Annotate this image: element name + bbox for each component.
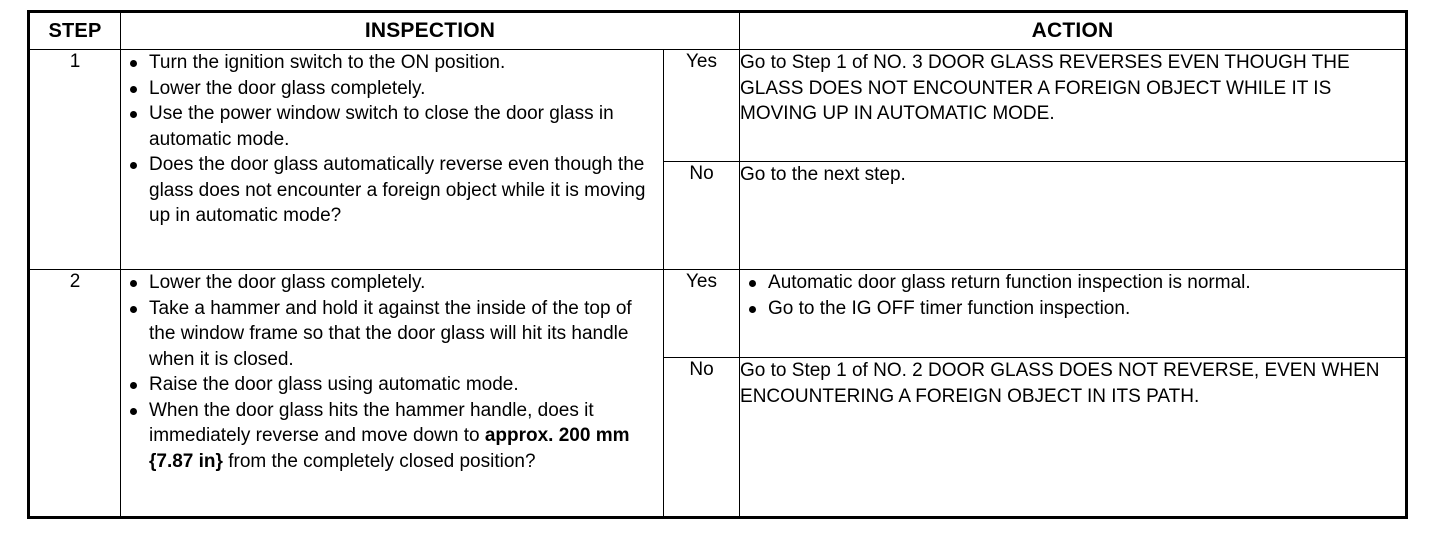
list-item: Take a hammer and hold it against the in… <box>121 296 663 373</box>
list-item: Turn the ignition switch to the ON posit… <box>121 50 663 76</box>
list-item: Go to the IG OFF timer function inspecti… <box>740 296 1405 322</box>
step-number-1: 1 <box>28 49 121 270</box>
table-header: STEP INSPECTION ACTION <box>28 11 1408 50</box>
table-body: 1 Turn the ignition switch to the ON pos… <box>28 49 1408 518</box>
list-item: Does the door glass automatically revers… <box>121 152 663 229</box>
inspection-list-step-1: Turn the ignition switch to the ON posit… <box>121 50 663 229</box>
branch-label-step-1-no: No <box>662 161 741 270</box>
column-header-action: ACTION <box>739 11 1408 50</box>
list-item: Raise the door glass using automatic mod… <box>121 372 663 398</box>
action-text: Go to Step 1 of NO. 2 DOOR GLASS DOES NO… <box>740 360 1380 407</box>
action-list-step-2-yes: Automatic door glass return function ins… <box>740 270 1405 321</box>
inspection-list-step-2: Lower the door glass completely. Take a … <box>121 270 663 474</box>
inspection-text-before: When the door glass hits the hammer hand… <box>149 399 594 447</box>
table-row: 2 Lower the door glass completely. Take … <box>28 269 1408 518</box>
branch-label-step-2-yes: Yes <box>662 269 741 358</box>
table-row: No Go to the next step. <box>29 161 1408 270</box>
branch-label-step-2-no: No <box>662 357 741 518</box>
list-item: Automatic door glass return function ins… <box>740 270 1405 296</box>
step-number-2: 2 <box>28 269 121 518</box>
inspection-text-after: from the completely closed position? <box>222 450 536 472</box>
inspection-text-emphasis: approx. 200 mm {7.87 in} <box>149 425 630 472</box>
action-cell-step-1-no: Go to the next step. <box>739 161 1408 270</box>
header-row: STEP INSPECTION ACTION <box>28 11 1408 50</box>
branch-label-step-1-yes: Yes <box>662 49 741 162</box>
troubleshooting-table: STEP INSPECTION ACTION 1 Turn the igniti… <box>27 10 1409 519</box>
list-item: Lower the door glass completely. <box>121 270 663 296</box>
inspection-cell-step-1: Turn the ignition switch to the ON posit… <box>120 49 664 270</box>
list-item: Use the power window switch to close the… <box>121 101 663 152</box>
action-text: Go to Step 1 of NO. 3 DOOR GLASS REVERSE… <box>740 52 1350 124</box>
list-item-with-bold: When the door glass hits the hammer hand… <box>121 398 663 475</box>
list-item: Lower the door glass completely. <box>121 76 663 102</box>
table-row: No Go to Step 1 of NO. 2 DOOR GLASS DOES… <box>29 357 1408 518</box>
column-header-inspection: INSPECTION <box>119 11 741 50</box>
inspection-cell-step-2: Lower the door glass completely. Take a … <box>120 269 664 518</box>
action-cell-step-2-yes: Automatic door glass return function ins… <box>739 269 1408 358</box>
action-cell-step-2-no: Go to Step 1 of NO. 2 DOOR GLASS DOES NO… <box>739 357 1408 518</box>
column-header-step: STEP <box>28 11 121 50</box>
action-cell-step-1-yes: Go to Step 1 of NO. 3 DOOR GLASS REVERSE… <box>739 49 1408 162</box>
table-row: 1 Turn the ignition switch to the ON pos… <box>28 49 1408 270</box>
action-text: Go to the next step. <box>740 164 906 185</box>
troubleshooting-table-wrapper: STEP INSPECTION ACTION 1 Turn the igniti… <box>27 10 1409 519</box>
